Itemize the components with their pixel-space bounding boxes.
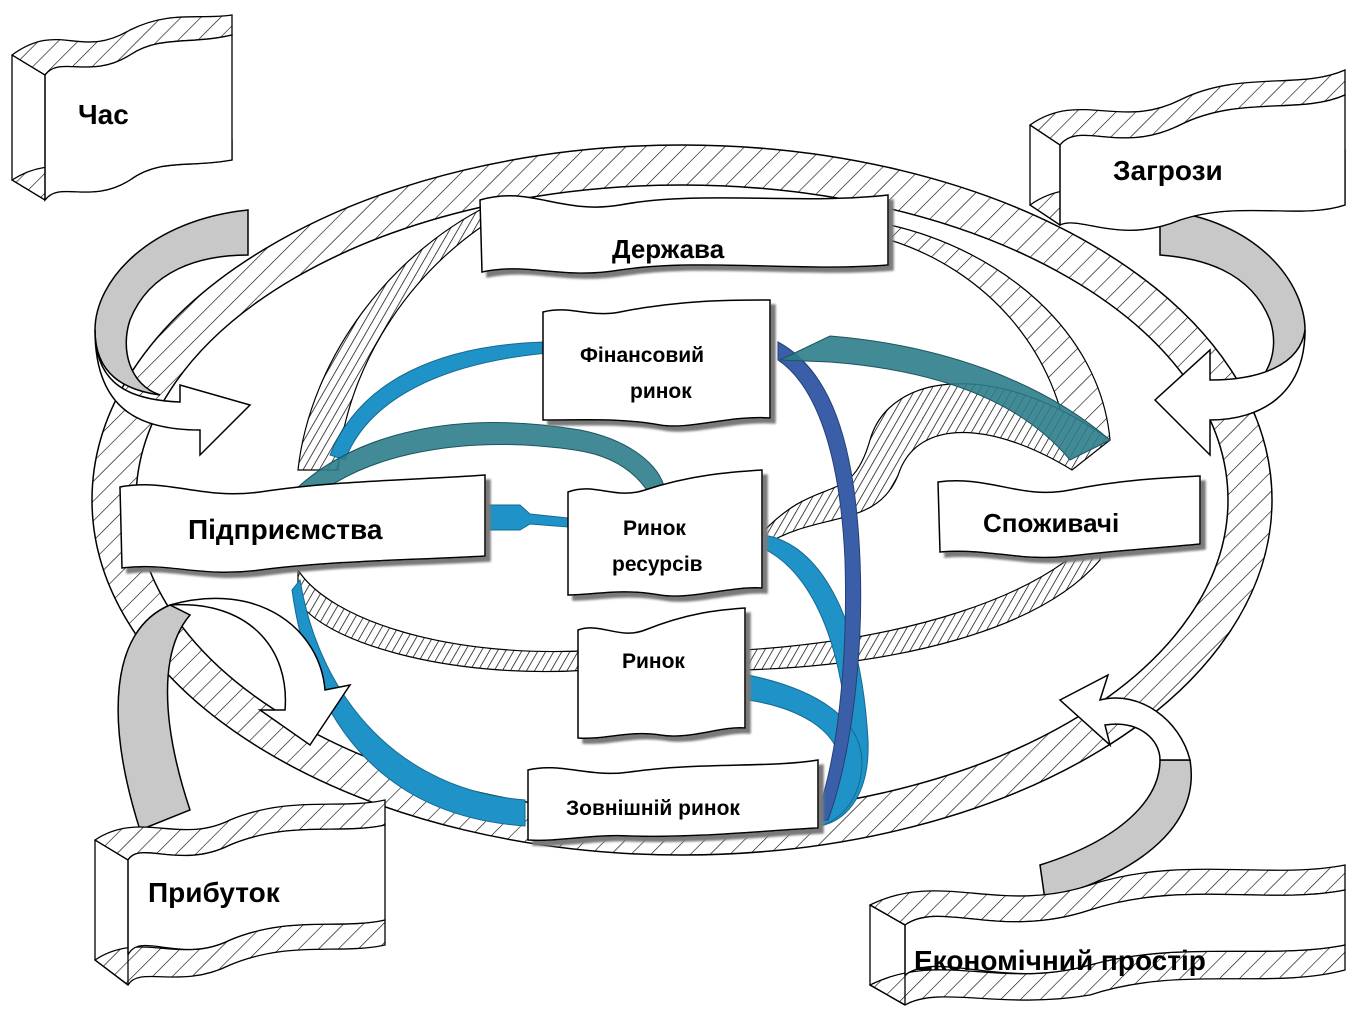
corner-label-threats: Загрози	[1113, 155, 1223, 186]
banner-threats: Загрози	[1028, 69, 1346, 231]
band-enterprises-to-market	[297, 567, 602, 673]
actor-label-consumers: Споживачі	[983, 508, 1119, 538]
arrow-time-to-enterprises	[94, 209, 252, 457]
corner-label-economic-space: Економічний простір	[914, 945, 1206, 976]
actor-label-state: Держава	[612, 234, 725, 264]
actor-state: Держава	[479, 194, 889, 274]
dark-blue-flow	[777, 341, 862, 821]
market-financial: Фінансовий ринок	[542, 299, 771, 427]
band-consumers-to-market	[744, 528, 1101, 671]
flow-resources-to-enterprises	[483, 504, 569, 531]
market-external: Зовнішній ринок	[527, 759, 819, 842]
flow-financial-to-external	[777, 341, 862, 821]
arrow-threats-to-consumers	[1153, 209, 1306, 457]
market-label-resources-line1: Ринок	[623, 517, 686, 540]
market-label-financial-line1: Фінансовий	[580, 344, 704, 367]
actor-enterprises: Підприємства	[119, 474, 486, 573]
market-label-external: Зовнішній ринок	[566, 797, 740, 820]
market-goods: Ринок	[577, 607, 746, 740]
banner-economic-space: Економічний простір	[868, 864, 1346, 1006]
corner-label-time: Час	[78, 99, 129, 130]
actor-consumers: Споживачі	[937, 475, 1201, 559]
market-label-resources-line2: ресурсів	[612, 553, 703, 576]
teal-flows	[284, 335, 1111, 511]
flow-consumers-to-financial	[779, 335, 1111, 461]
arrow-economic-space-to-consumers	[1039, 673, 1192, 901]
corner-label-profit: Прибуток	[148, 877, 281, 908]
market-resources: Ринок ресурсів	[567, 469, 763, 597]
banner-profit: Прибуток	[93, 799, 386, 986]
banner-time: Час	[10, 14, 233, 202]
grey-curved-arrows	[94, 209, 1306, 901]
market-label-financial-line2: ринок	[630, 380, 692, 403]
market-label-goods: Ринок	[622, 650, 685, 673]
actor-label-enterprises: Підприємства	[188, 514, 383, 545]
